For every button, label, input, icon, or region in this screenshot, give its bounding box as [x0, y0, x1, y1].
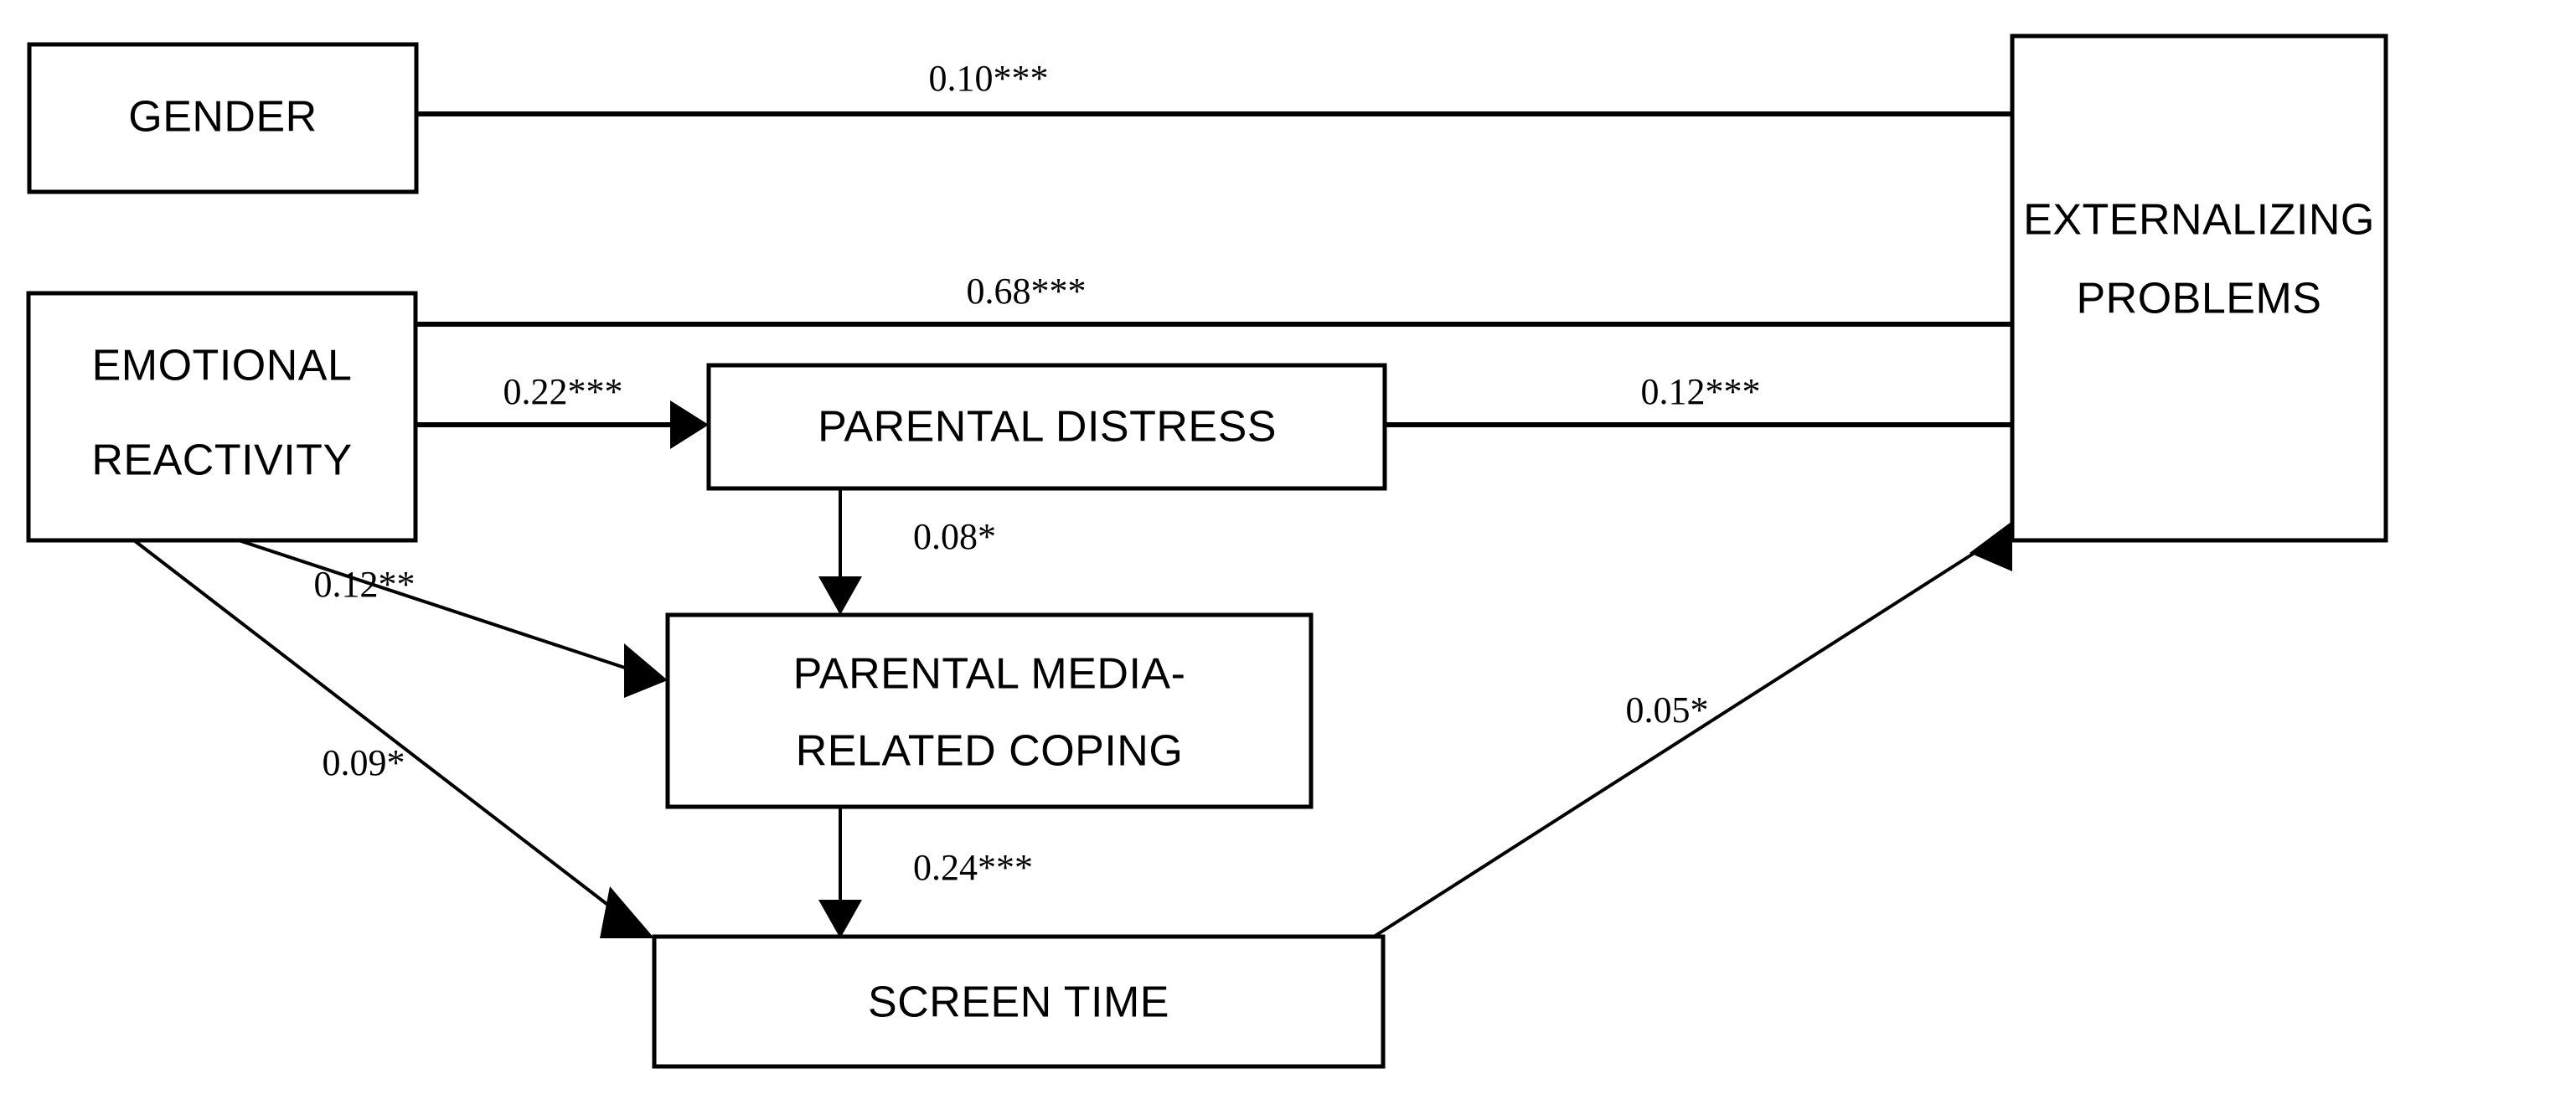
edge-label-distress-coping: 0.08* [913, 516, 996, 557]
edge-emotional-to-coping: 0.12** [238, 539, 668, 698]
edge-label-screen-time-externalizing: 0.05* [1626, 689, 1709, 731]
node-gender[interactable]: GENDER [27, 42, 419, 194]
node-emotional-reactivity-label-line2: REACTIVITY [91, 436, 352, 485]
edge-coping-to-screen-time: 0.24*** [818, 807, 1033, 938]
node-screen-time-box[interactable] [652, 934, 1386, 1069]
edge-label-distress-externalizing: 0.12*** [1641, 371, 1761, 412]
node-externalizing-problems-box[interactable] [2010, 34, 2388, 543]
node-gender-label: GENDER [128, 93, 317, 142]
node-parental-media-coping-label-line2: RELATED COPING [796, 727, 1184, 776]
arrowhead-coping-screen-time [818, 900, 862, 938]
edge-label-gender-externalizing: 0.10*** [929, 58, 1049, 99]
edge-distress-to-coping: 0.08* [818, 488, 996, 615]
edge-distress-to-externalizing: 0.12*** [1385, 371, 2051, 449]
arrowhead-emotional-distress [670, 400, 709, 449]
node-parental-distress-label: PARENTAL DISTRESS [818, 403, 1277, 452]
arrowhead-distress-coping [818, 576, 862, 615]
edge-gender-to-externalizing: 0.10*** [416, 58, 2051, 139]
node-parental-media-coping[interactable]: PARENTAL MEDIA- RELATED COPING [665, 612, 1314, 809]
arrowhead-emotional-screen-time [600, 886, 654, 938]
edge-label-coping-screen-time: 0.24*** [913, 847, 1033, 888]
arrowhead-emotional-coping [624, 643, 668, 698]
node-parental-media-coping-label-line1: PARENTAL MEDIA- [793, 650, 1186, 699]
edge-label-emotional-externalizing: 0.68*** [967, 271, 1087, 312]
edge-line-emotional-screen-time [132, 539, 626, 919]
edge-line-emotional-coping [238, 539, 633, 672]
node-parental-distress-box[interactable] [706, 363, 1387, 491]
edge-emotional-to-screen-time: 0.09* [132, 539, 654, 938]
node-emotional-reactivity-box[interactable] [26, 291, 418, 543]
node-parental-distress[interactable]: PARENTAL DISTRESS [706, 363, 1387, 491]
arrowhead-screen-time-externalizing [1969, 521, 2012, 571]
edge-label-emotional-coping: 0.12** [314, 564, 416, 605]
edge-emotional-to-distress: 0.22*** [416, 371, 709, 449]
edge-label-emotional-screen-time: 0.09* [323, 742, 405, 783]
node-screen-time[interactable]: SCREEN TIME [652, 934, 1386, 1069]
edge-line-screen-time-externalizing [1372, 536, 2000, 938]
node-emotional-reactivity[interactable]: EMOTIONAL REACTIVITY [26, 291, 418, 543]
node-parental-media-coping-box[interactable] [665, 612, 1314, 809]
node-externalizing-problems-label-line1: EXTERNALIZING [2023, 196, 2375, 245]
node-externalizing-problems[interactable]: EXTERNALIZING PROBLEMS [2010, 34, 2388, 543]
node-gender-box[interactable] [27, 42, 419, 194]
edge-emotional-to-externalizing: 0.68*** [416, 271, 2051, 349]
edge-screen-time-to-externalizing: 0.05* [1372, 521, 2012, 938]
node-emotional-reactivity-label-line1: EMOTIONAL [92, 342, 353, 390]
edge-label-emotional-distress: 0.22*** [503, 371, 623, 412]
node-screen-time-label: SCREEN TIME [868, 978, 1169, 1027]
node-externalizing-problems-label-line2: PROBLEMS [2077, 275, 2322, 323]
